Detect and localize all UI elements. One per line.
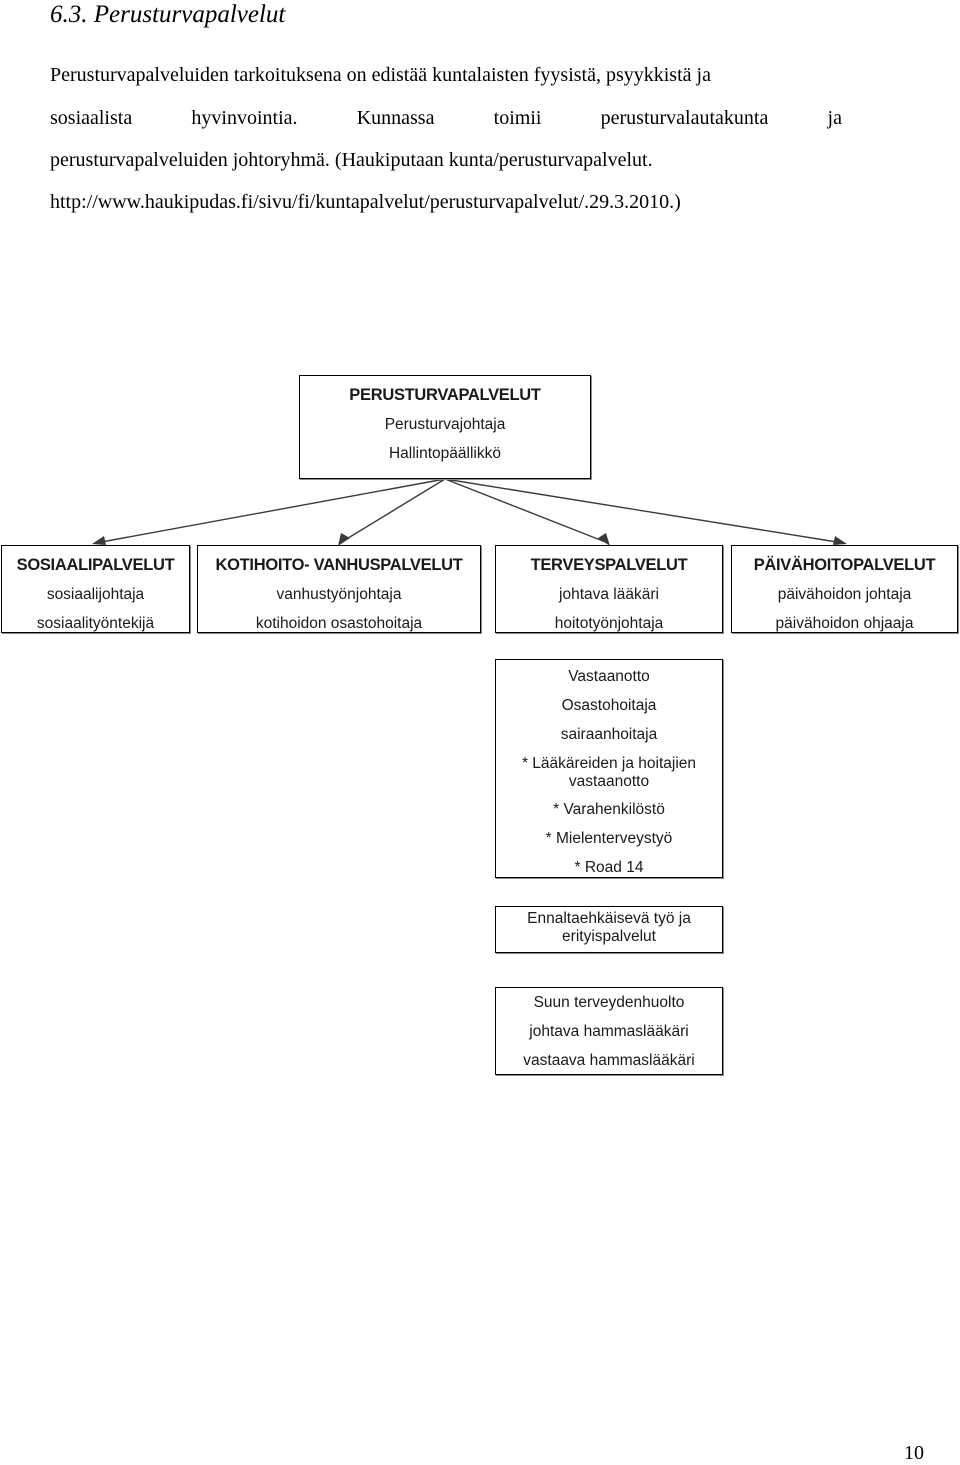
paragraph-word: perusturvalautakunta bbox=[600, 107, 769, 129]
org-unit-title: PÄIVÄHOITOPALVELUT bbox=[753, 556, 936, 574]
org-root-line: Hallintopäällikkö bbox=[388, 445, 501, 462]
arrowhead-sosiaalipalvelut bbox=[92, 536, 106, 545]
connector-kotihoito bbox=[339, 478, 446, 544]
org-unit-title: SOSIAALIPALVELUT bbox=[16, 556, 175, 574]
health-detail-line: Suun terveydenhuolto bbox=[533, 994, 685, 1011]
paragraph-word: Kunnassa bbox=[356, 107, 435, 129]
org-root-box: PERUSTURVAPALVELUT Perusturvajohtaja Hal… bbox=[299, 375, 591, 479]
paragraph-line-1: Perusturvapalveluiden tarkoituksena on e… bbox=[50, 64, 711, 86]
org-unit-title: KOTIHOITO- VANHUSPALVELUT bbox=[215, 556, 463, 574]
health-detail-line: Ennaltaehkäisevä työ ja bbox=[527, 910, 691, 927]
paragraph-word: sosiaalista bbox=[50, 107, 133, 129]
page-number: 10 bbox=[904, 1442, 924, 1464]
paragraph-line-2: sosiaalista hyvinvointia. Kunnassa toimi… bbox=[50, 106, 842, 130]
org-unit-line: vanhustyönjohtaja bbox=[276, 586, 402, 603]
health-detail-line: * Mielenterveystyö bbox=[545, 830, 673, 847]
health-detail-line: * Road 14 bbox=[574, 859, 644, 876]
health-detail-line: vastaava hammaslääkäri bbox=[523, 1052, 695, 1069]
health-detail-line: * Lääkäreiden ja hoitajien bbox=[521, 755, 697, 772]
org-unit-title: TERVEYSPALVELUT bbox=[530, 556, 688, 574]
health-detail-ennaltaehkaiseva: Ennaltaehkäisevä työ ja erityispalvelut bbox=[495, 906, 723, 953]
health-detail-line: * Varahenkilöstö bbox=[553, 801, 665, 818]
health-detail-line: erityispalvelut bbox=[562, 928, 656, 945]
connector-terveyspalvelut bbox=[444, 478, 609, 544]
paragraph-line-3: perusturvapalveluiden johtoryhmä. (Hauki… bbox=[50, 149, 653, 171]
org-unit-line: sosiaalijohtaja bbox=[46, 586, 145, 603]
org-unit-sosiaalipalvelut: SOSIAALIPALVELUT sosiaalijohtaja sosiaal… bbox=[1, 545, 190, 633]
section-heading: 6.3. Perusturvapalvelut bbox=[50, 1, 286, 28]
org-unit-paivahoitopalvelut: PÄIVÄHOITOPALVELUT päivähoidon johtaja p… bbox=[731, 545, 958, 633]
health-detail-suun-terveydenhuolto: Suun terveydenhuolto johtava hammaslääkä… bbox=[495, 987, 723, 1075]
org-unit-line: hoitotyönjohtaja bbox=[554, 615, 664, 632]
arrowhead-paivahoitopalvelut bbox=[833, 536, 847, 545]
org-unit-line: päivähoidon ohjaaja bbox=[775, 615, 914, 632]
org-unit-line: päivähoidon johtaja bbox=[777, 586, 912, 603]
paragraph-line-4: http://www.haukipudas.fi/sivu/fi/kuntapa… bbox=[50, 191, 681, 213]
health-detail-line: johtava hammaslääkäri bbox=[529, 1023, 689, 1040]
org-unit-line: sosiaalityöntekijä bbox=[36, 615, 155, 632]
paragraph-word: ja bbox=[827, 107, 842, 129]
connector-sosiaalipalvelut bbox=[95, 478, 446, 544]
health-detail-line: Vastaanotto bbox=[568, 668, 650, 685]
paragraph-word: toimii bbox=[493, 107, 542, 129]
health-detail-line: Osastohoitaja bbox=[561, 697, 657, 714]
health-detail-line: sairaanhoitaja bbox=[560, 726, 658, 743]
org-unit-kotihoito-vanhuspalvelut: KOTIHOITO- VANHUSPALVELUT vanhustyönjoht… bbox=[197, 545, 481, 633]
org-unit-line: kotihoidon osastohoitaja bbox=[255, 615, 423, 632]
org-unit-terveyspalvelut: TERVEYSPALVELUT johtava lääkäri hoitotyö… bbox=[495, 545, 723, 633]
org-root-line: Perusturvajohtaja bbox=[384, 416, 506, 433]
connector-paivahoitopalvelut bbox=[444, 478, 844, 544]
health-detail-vastaanotto: Vastaanotto Osastohoitaja sairaanhoitaja… bbox=[495, 659, 723, 878]
org-root-title: PERUSTURVAPALVELUT bbox=[349, 386, 541, 404]
paragraph-word: hyvinvointia. bbox=[191, 107, 298, 129]
health-detail-line: vastaanotto bbox=[568, 773, 650, 790]
org-unit-line: johtava lääkäri bbox=[559, 586, 659, 603]
